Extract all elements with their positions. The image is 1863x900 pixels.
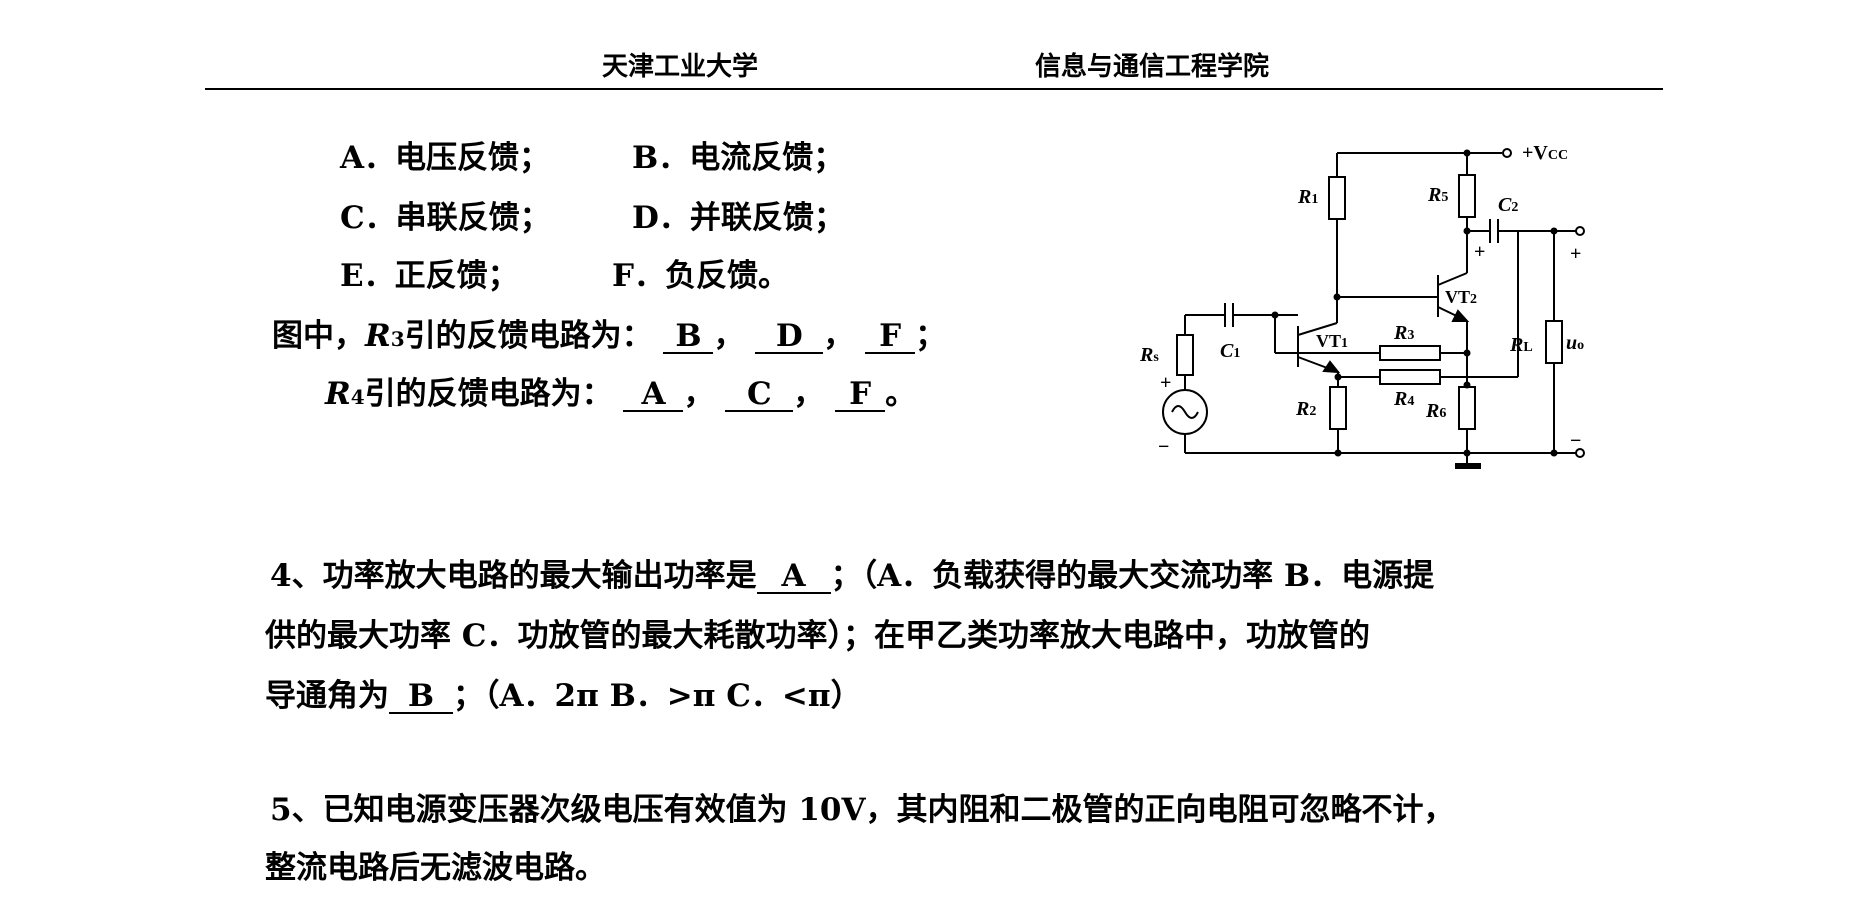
r3-label: R3 (1393, 322, 1414, 344)
q4-text: 4、功率放大电路的最大输出功率是 (270, 558, 757, 594)
comma: ， (683, 376, 715, 412)
option-c: C．串联反馈； (340, 200, 551, 236)
vt2-label: VT2 (1445, 287, 1477, 307)
r4-answer-1: A (623, 378, 684, 412)
option-f: F．负反馈。 (612, 258, 790, 294)
r6-label: R6 (1425, 400, 1446, 422)
semicolon: ； (915, 318, 947, 354)
q4-text: ；（A．2π B．>π C．<π） (453, 678, 862, 714)
uo-label: uo (1566, 332, 1584, 354)
c1-label: C1 (1220, 340, 1240, 362)
rl-label: RL (1509, 334, 1533, 356)
option-line-1: A．电压反馈； (340, 138, 550, 178)
header-divider (205, 88, 1663, 90)
option-line-3: E．正反馈； (340, 256, 519, 296)
output-plus: + (1570, 243, 1581, 265)
option-line-2: C．串联反馈； (340, 198, 551, 238)
rs-label: Rs (1139, 344, 1159, 366)
q5-line-1: 5、已知电源变压器次级电压有效值为 10V，其内阻和二极管的正向电阻可忽略不计， (270, 792, 1455, 828)
option-a: A．电压反馈； (340, 140, 551, 176)
q4-text: ；（A．负载获得的最大交流功率 B．电源提 (830, 558, 1435, 594)
c2-plus: + (1474, 241, 1485, 263)
r3-feedback-line: 图中，R3引的反馈电路为： B， D， F； (272, 316, 946, 359)
option-line-2b: D．并联反馈； (632, 198, 845, 238)
r4-feedback-line: R4引的反馈电路为： A， C， F。 (325, 374, 916, 417)
circuit-diagram: +VCC R1 R5 C2 + + VT2 VT1 R3 R4 RL uo C1… (1139, 142, 1585, 469)
r4-answer-3: F (835, 378, 886, 412)
comma: ， (823, 318, 855, 354)
r3-answer-1: B (663, 320, 714, 354)
r4-text: 引的反馈电路为： (364, 376, 613, 412)
header-department: 信息与通信工程学院 (1035, 52, 1270, 82)
vcc-label: +VCC (1522, 142, 1568, 164)
r5-label: R5 (1427, 184, 1448, 206)
r3-prefix: 图中， (272, 318, 365, 354)
period: 。 (885, 376, 917, 412)
comma: ， (793, 376, 825, 412)
r3-var: R (365, 318, 391, 354)
r3-text: 引的反馈电路为： (404, 318, 653, 354)
r4-label: R4 (1393, 388, 1414, 410)
c2-label: C2 (1498, 194, 1518, 216)
r4-var: R (325, 376, 351, 412)
r1-label: R1 (1297, 186, 1318, 208)
q4-text: 导通角为 (265, 678, 389, 714)
option-line-3b: F．负反馈。 (612, 256, 789, 296)
header-school: 天津工业大学 (602, 52, 759, 82)
r3-sub: 3 (390, 327, 405, 351)
r2-label: R2 (1295, 398, 1316, 420)
source-plus: + (1160, 372, 1171, 394)
comma: ， (713, 318, 745, 354)
q4-line-2: 供的最大功率 C．功放管的最大耗散功率）；在甲乙类功率放大电路中，功放管的 (265, 618, 1370, 654)
r4-answer-2: C (725, 378, 794, 412)
r3-answer-3: F (865, 320, 916, 354)
r3-answer-2: D (755, 320, 824, 354)
vt1-label: VT1 (1316, 331, 1348, 351)
ground-icon (1455, 463, 1481, 469)
option-e: E．正反馈； (340, 258, 519, 294)
option-line-1b: B．电流反馈； (632, 138, 844, 178)
q4-answer-1: A (756, 560, 831, 594)
option-b: B．电流反馈； (632, 140, 845, 176)
q4-answer-2: B (389, 680, 453, 714)
source-minus: − (1158, 436, 1169, 458)
option-d: D．并联反馈； (632, 200, 845, 236)
output-minus: − (1570, 430, 1581, 452)
q5-line-2: 整流电路后无滤波电路。 (265, 850, 606, 886)
r4-sub: 4 (350, 385, 365, 409)
